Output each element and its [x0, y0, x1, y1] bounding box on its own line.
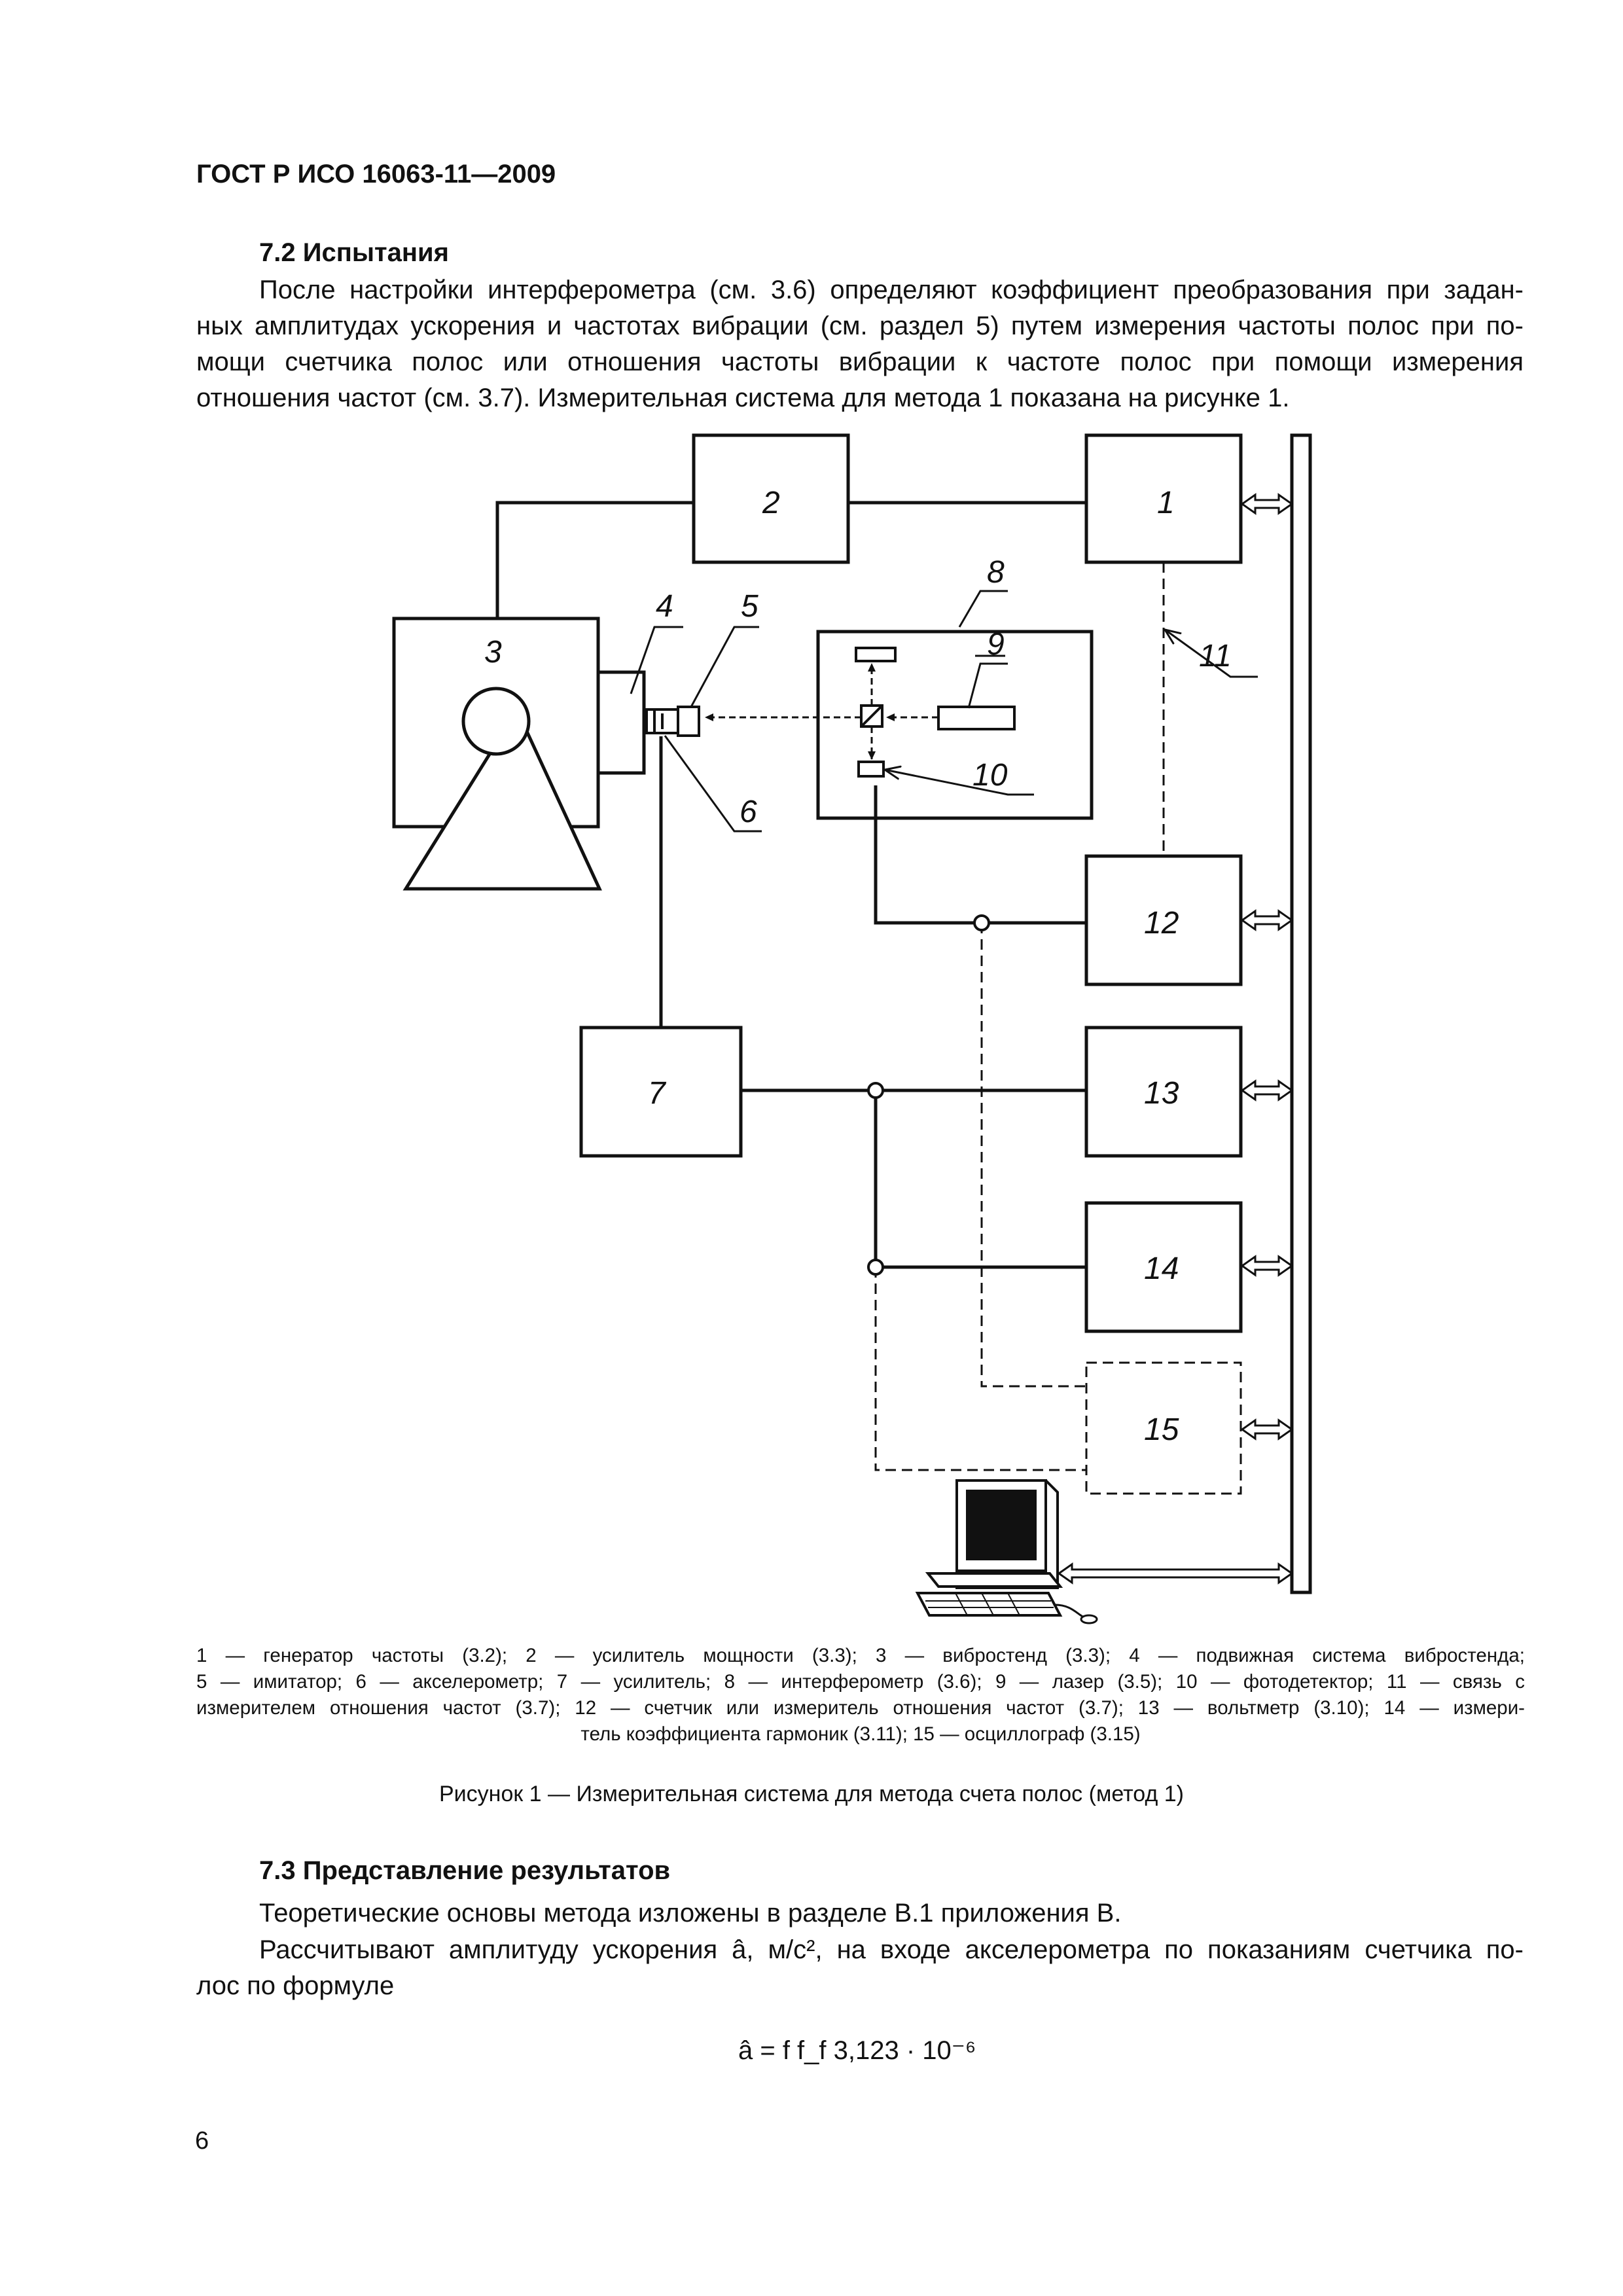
section-7-3-paragraph-1: Теоретические основы метода изложены в р…	[259, 1899, 1122, 1928]
label-13: 13	[1144, 1076, 1179, 1111]
block-15-oscilloscope	[1085, 1361, 1242, 1495]
label-1: 1	[1157, 486, 1175, 520]
bus-arrow-14	[1240, 1255, 1294, 1277]
legend-line: тель коэффициента гармоник (3.11); 15 — …	[580, 1723, 1141, 1745]
label-7: 7	[648, 1076, 667, 1111]
junction-14	[867, 1259, 884, 1276]
paragraph-line: Рассчитывают амплитуду ускорения â, м/с²…	[259, 1935, 1524, 1964]
section-7-2-paragraph: После настройки интерферометра (см. 3.6)…	[196, 272, 1524, 416]
section-heading-7-3: 7.3 Представление результатов	[259, 1856, 671, 1885]
shaker-armature	[461, 687, 531, 756]
label-11: 11	[1199, 639, 1232, 673]
legend-line: измерителем отношения частот (3.7); 12 —…	[196, 1697, 1525, 1719]
legend-line: 5 — имитатор; 6 — акселерометр; 7 — усил…	[196, 1671, 1525, 1693]
system-bus	[1290, 433, 1312, 1594]
bus-arrow-computer	[1057, 1562, 1294, 1585]
label-8: 8	[987, 555, 1005, 590]
paragraph-line: После настройки интерферометра (см. 3.6)…	[259, 276, 1524, 304]
label-3: 3	[484, 635, 502, 670]
label-6: 6	[740, 795, 757, 829]
section-7-3-paragraph-2: Рассчитывают амплитуду ускорения â, м/с²…	[196, 1932, 1524, 2004]
label-2: 2	[762, 486, 780, 520]
bus-arrow-1	[1240, 493, 1294, 515]
document-id: ГОСТ Р ИСО 16063-11—2009	[196, 160, 556, 188]
label-15: 15	[1144, 1412, 1179, 1447]
block-10-photodetector	[857, 761, 885, 778]
label-5: 5	[741, 589, 758, 624]
block-5-simulator	[677, 706, 700, 737]
label-12: 12	[1144, 906, 1179, 941]
block-4-moving-system	[596, 670, 646, 775]
block-2-power-amplifier	[692, 433, 850, 564]
paragraph-line: мощи счетчика полос или отношения частот…	[196, 348, 1524, 376]
dashed-wire-12-to-15	[980, 923, 1086, 1388]
bus-arrow-15	[1240, 1418, 1294, 1441]
paragraph-line: лос по формуле	[196, 1971, 395, 2000]
paragraph-line: ных амплитудах ускорения и частотах вибр…	[196, 312, 1524, 340]
label-14: 14	[1144, 1251, 1179, 1286]
page-number: 6	[195, 2127, 209, 2155]
reference-mirror	[855, 647, 897, 662]
bus-arrow-12	[1240, 909, 1294, 931]
dashed-wire-14-to-15	[874, 1267, 1086, 1471]
legend-line: 1 — генератор частоты (3.2); 2 — усилите…	[196, 1645, 1525, 1666]
figure-legend: 1 — генератор частоты (3.2); 2 — усилите…	[196, 1643, 1525, 1748]
wire-10-to-12	[874, 785, 1086, 925]
shaker-base	[402, 706, 602, 891]
paragraph-line: отношения частот (см. 3.7). Измерительна…	[196, 384, 1290, 412]
junction-13	[867, 1082, 884, 1099]
block-9-laser	[937, 706, 1016, 730]
block-8-interferometer	[816, 630, 1094, 820]
section-heading-7-2: 7.2 Испытания	[259, 238, 449, 267]
label-10: 10	[972, 758, 1008, 793]
bus-arrow-13	[1240, 1079, 1294, 1102]
wire-2-to-3	[495, 501, 694, 619]
acceleration-formula: â = f f_f 3,123 · 10⁻⁶	[738, 2036, 976, 2065]
computer-icon	[915, 1479, 1098, 1624]
junction-12	[973, 914, 990, 931]
figure-title: Рисунок 1 — Измерительная система для ме…	[439, 1782, 1184, 1806]
label-4: 4	[656, 589, 673, 624]
